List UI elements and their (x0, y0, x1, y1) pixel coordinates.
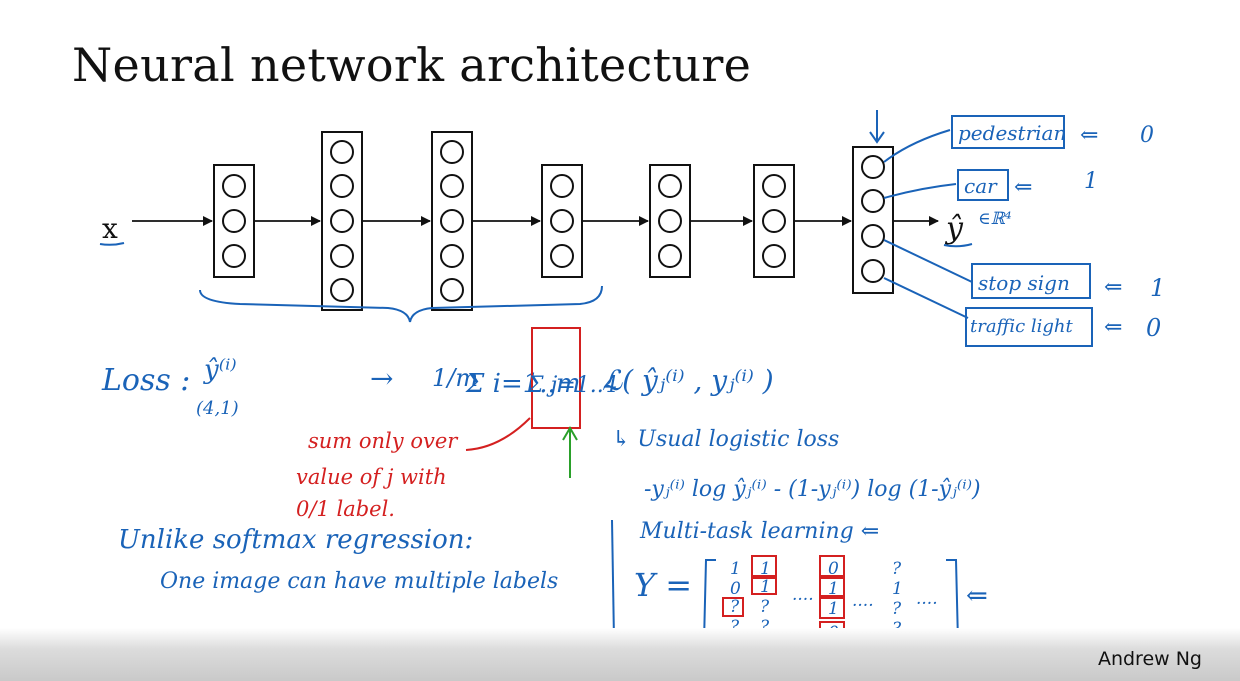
task-label-traffic-light: traffic light (970, 316, 1074, 337)
matrix-cell: 1 (892, 579, 903, 599)
matrix-arrow: ⇐ (966, 581, 988, 611)
loss-inner-sum: Σ j=1..4 (527, 373, 618, 398)
softmax-note: Unlike softmax regression: One image can… (118, 525, 558, 594)
matrix-cell: ? (760, 617, 770, 637)
loss-arrow: → (370, 362, 393, 395)
layer-4 (541, 164, 583, 278)
task-arrow-traffic-light: ⇐ (1104, 315, 1122, 340)
slide-footer-bar (0, 628, 1240, 681)
logistic-formula: -yⱼ⁽ⁱ⁾ log ŷⱼ⁽ⁱ⁾ - (1-yⱼ⁽ⁱ⁾) log (1-ŷⱼ⁽ⁱ… (644, 477, 981, 502)
green-arrow-icon (562, 426, 578, 478)
task-arrow-stop-sign: ⇐ (1104, 275, 1122, 300)
usual-logistic-label: ↳ Usual logistic loss (612, 427, 839, 452)
label-matrix: Y = 1 0 ? ? 1 1 ? ? .... 0 1 1 0 .... ? (634, 555, 988, 643)
inner-sum-highlight (531, 327, 581, 429)
matrix-dots: .... (916, 589, 938, 609)
matrix-cell: ? (730, 617, 740, 637)
task-labels: pedestrian ⇐ 0 car ⇐ 1 stop sign ⇐ 1 tra… (883, 115, 1165, 347)
output-label: ŷ (944, 211, 964, 246)
matrix-cell: 1 (760, 559, 771, 579)
matrix-cell: 0 (828, 559, 839, 579)
matrix-cell: 0 (730, 579, 741, 599)
red-note: sum only over value of j with 0/1 label. (296, 429, 459, 521)
matrix-cell: ? (760, 597, 770, 617)
input-label: x (102, 212, 118, 245)
task-value-stop-sign: 1 (1150, 274, 1165, 302)
loss-average: 1/m (432, 364, 478, 392)
task-arrow-car: ⇐ (1014, 175, 1032, 200)
loss-yhat: ŷ⁽ⁱ⁾ (203, 355, 237, 385)
task-arrow-pedestrian: ⇐ (1080, 123, 1098, 148)
matrix-cell: 1 (760, 577, 771, 597)
matrix-cell: ? (730, 597, 740, 617)
section-divider (611, 519, 615, 641)
task-value-car: 1 (1084, 169, 1098, 194)
layer-6 (753, 164, 795, 278)
unlike-softmax-line: Unlike softmax regression: (118, 525, 473, 555)
loss-formula: Loss : ŷ⁽ⁱ⁾ (4,1) → 1/m Σ i=1..m Σ j=1..… (101, 327, 774, 429)
matrix-dots: .... (792, 585, 814, 605)
task-label-car: car (964, 174, 998, 198)
red-note-line-3: 0/1 label. (296, 497, 395, 521)
task-label-pedestrian: pedestrian (958, 121, 1066, 145)
pointer-arrow-icon (869, 110, 885, 144)
matrix-cell: ? (892, 599, 902, 619)
layer-5 (649, 164, 691, 278)
loss-outer-sum: Σ i=1..m (465, 369, 580, 399)
matrix-dots: .... (852, 591, 874, 611)
red-note-line-2: value of j with (296, 465, 447, 489)
output-space-label: ∈ℝ⁴ (978, 209, 1012, 229)
output-layer (852, 146, 894, 294)
logistic-note: ↳ Usual logistic loss -yⱼ⁽ⁱ⁾ log ŷⱼ⁽ⁱ⁾ -… (612, 427, 981, 502)
task-label-stop-sign: stop sign (978, 271, 1070, 295)
slide-title: Neural network architecture (72, 38, 752, 92)
hidden-layers-brace (199, 285, 603, 323)
loss-label: Loss : (101, 363, 190, 398)
multitask-label: Multi-task learning ⇐ (639, 519, 879, 544)
layer-2 (321, 131, 363, 311)
loss-term: ℒ( ŷⱼ⁽ⁱ⁾ , yⱼ⁽ⁱ⁾ ) (602, 364, 774, 397)
matrix-cell: ? (892, 559, 902, 579)
presenter-name: Andrew Ng (1097, 648, 1202, 670)
matrix-symbol: Y = (634, 566, 692, 604)
matrix-cell: 1 (730, 559, 741, 579)
loss-shape: (4,1) (196, 398, 239, 419)
matrix-cell: 1 (828, 579, 839, 599)
matrix-cell: 1 (828, 599, 839, 619)
layer-3 (431, 131, 473, 311)
multiple-labels-line: One image can have multiple labels (160, 569, 558, 594)
red-note-line-1: sum only over (308, 429, 459, 453)
task-value-traffic-light: 0 (1146, 314, 1161, 342)
task-value-pedestrian: 0 (1140, 123, 1154, 148)
layer-1 (213, 164, 255, 278)
